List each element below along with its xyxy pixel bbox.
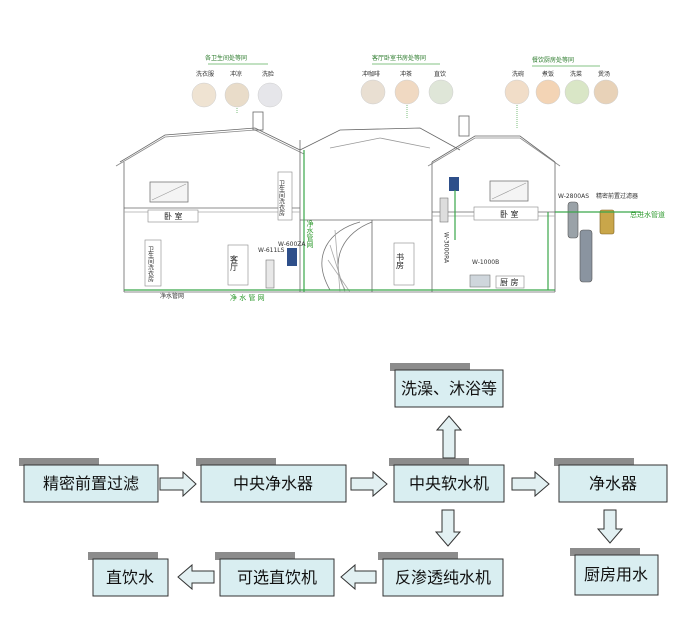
node-drinking: 直饮水 — [88, 552, 169, 597]
device-wall-unit — [287, 248, 297, 266]
label-model-4: W-611LS — [258, 247, 285, 254]
feature-group-kitchen: 餐饮厨房处等同 洗碗 煮饭 洗菜 煲汤 — [504, 56, 619, 128]
node-softener-label: 中央软水机 — [409, 474, 489, 493]
feature-label: 冲茶 — [400, 70, 412, 78]
feature-item: 冲茶 — [394, 70, 420, 105]
feature-photo — [564, 79, 590, 105]
device-purifier — [579, 229, 593, 283]
feature-label: 冲咖啡 — [362, 70, 380, 78]
feature-label: 洗碗 — [512, 70, 524, 78]
feature-label: 煮饭 — [542, 70, 554, 78]
label-model-2: W-1000B — [472, 259, 499, 266]
node-ro-label: 反渗透纯水机 — [395, 568, 491, 587]
feature-photo — [257, 82, 283, 108]
feature-photo — [428, 79, 454, 105]
feature-photo — [535, 79, 561, 105]
feature-label: 洗菜 — [570, 70, 582, 78]
device-wall-unit — [449, 177, 459, 191]
feature-photo — [504, 79, 530, 105]
arrow-right-3 — [511, 470, 550, 498]
feature-item: 煲汤 — [593, 70, 619, 105]
feature-photo — [394, 79, 420, 105]
node-prefilter: 精密前置过滤 — [19, 458, 159, 503]
label-model-3: W-600ZA — [278, 241, 306, 248]
feature-label: 洗脸 — [262, 70, 274, 78]
feature-photo — [360, 79, 386, 105]
feature-photo — [191, 82, 217, 108]
house-illustration: 各卫生间处等同 洗衣服 冲凉 洗脸 客厅卧室书房处等同 冲咖啡 — [115, 54, 665, 302]
device-prefilter — [599, 209, 615, 235]
device-ro — [265, 259, 275, 289]
device-undersink — [469, 274, 491, 288]
node-optional-drink: 可选直饮机 — [215, 552, 335, 597]
node-kitchen-water-label: 厨房用水 — [584, 565, 648, 584]
pipe-network — [124, 150, 640, 292]
feature-label: 直饮 — [434, 70, 446, 78]
room-label-study: 书房 — [396, 252, 405, 270]
node-kitchen-water: 厨房用水 — [570, 548, 659, 596]
label-pipe-vertical: 净水管网 — [306, 219, 314, 249]
feature-label: 煲汤 — [598, 70, 610, 78]
room-label-bathroom-left: 卫生间洗衣房 — [147, 246, 154, 283]
room-label-bedroom-left: 卧 室 — [164, 211, 183, 221]
room-label-bedroom-right: 卧 室 — [500, 209, 519, 219]
room-label-bathroom-right: 卫生间洗衣房 — [278, 180, 285, 217]
feature-item: 洗菜 — [564, 70, 590, 105]
feature-item: 冲咖啡 — [360, 70, 386, 105]
arrow-right-2 — [350, 470, 388, 498]
node-ro: 反渗透纯水机 — [378, 552, 504, 597]
arrow-down-2 — [596, 509, 624, 544]
node-bathing: 洗澡、沐浴等 — [390, 363, 504, 408]
feature-label: 洗衣服 — [196, 70, 214, 78]
feature-group-bathroom: 各卫生间处等同 洗衣服 冲凉 洗脸 — [191, 54, 283, 114]
arrows — [159, 415, 624, 591]
feature-photo — [224, 82, 250, 108]
group-title: 餐饮厨房处等同 — [532, 56, 574, 64]
room-label-kitchen: 厨 房 — [500, 277, 519, 287]
label-model-1: W-2800AS — [558, 193, 589, 200]
arrow-left-1 — [340, 563, 377, 591]
label-pipe-bottom-mid: 净 水 管 网 — [230, 293, 265, 302]
arrow-up — [435, 415, 463, 459]
node-purifier-label: 净水器 — [589, 474, 637, 493]
room-label-living: 客厅 — [230, 254, 239, 271]
node-softener: 中央软水机 — [389, 458, 505, 503]
node-central-purifier: 中央净水器 — [196, 458, 347, 503]
arrow-down-1 — [434, 509, 462, 547]
node-central-purifier-label: 中央净水器 — [233, 474, 313, 493]
flowchart: 洗澡、沐浴等 精密前置过滤 中央净水器 中央软水机 净水器 — [19, 363, 668, 597]
label-prefilter: 精密前置过滤器 — [596, 192, 638, 200]
group-title: 各卫生间处等同 — [205, 54, 247, 62]
label-model-5: W-3000RA — [443, 232, 450, 264]
arrow-right-1 — [159, 470, 197, 498]
feature-item: 洗衣服 — [191, 70, 217, 108]
arrow-left-2 — [177, 563, 215, 591]
group-title: 客厅卧室书房处等同 — [372, 54, 426, 62]
node-prefilter-label: 精密前置过滤 — [43, 474, 139, 493]
device-softener — [567, 201, 579, 239]
label-main-pipe: 总进水管道 — [630, 210, 665, 219]
node-optional-drink-label: 可选直饮机 — [237, 568, 317, 587]
feature-item: 洗碗 — [504, 70, 530, 105]
feature-item: 冲凉 — [224, 70, 250, 108]
feature-item: 直饮 — [428, 70, 454, 105]
feature-group-living: 客厅卧室书房处等同 冲咖啡 冲茶 直饮 — [360, 54, 454, 118]
node-bathing-label: 洗澡、沐浴等 — [401, 379, 497, 398]
device-tall-filter — [439, 197, 449, 223]
feature-label: 冲凉 — [230, 70, 242, 78]
feature-item: 洗脸 — [257, 70, 283, 108]
label-pipe-bottom-left: 净水管网 — [160, 292, 184, 300]
feature-item: 煮饭 — [535, 70, 561, 105]
node-purifier: 净水器 — [554, 458, 668, 503]
node-drinking-label: 直饮水 — [106, 568, 154, 587]
feature-photo — [593, 79, 619, 105]
